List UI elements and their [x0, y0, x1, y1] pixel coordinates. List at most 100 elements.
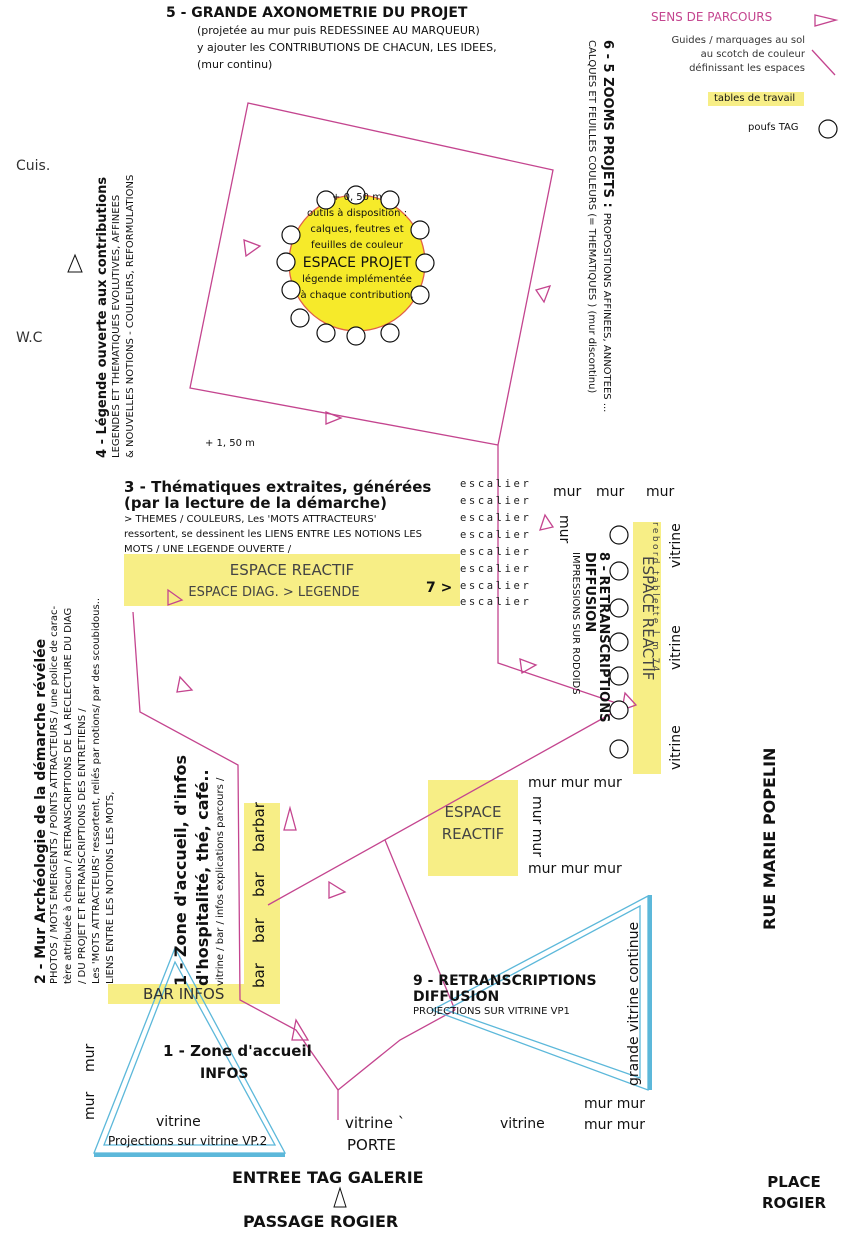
mur-label: mur	[596, 484, 625, 500]
arrow-icon	[534, 285, 552, 304]
escalier-7: escalier	[460, 580, 532, 592]
section8-title: DIFFUSION	[582, 552, 597, 633]
mur-mur-mur-top: mur mur mur	[528, 775, 622, 791]
legend-guide-line	[811, 49, 836, 76]
pouf-icon	[609, 598, 629, 618]
espace-reactif-mid: ESPACE REACTIF	[428, 801, 518, 845]
section2-line: LIENS ENTRE LES NOTIONS LES MOTS,	[105, 791, 116, 984]
section2-line: tère attribuée à chacun / RETRANSCRIPTIO…	[63, 607, 74, 984]
section2-block: 2 - Mur Archéologie de la démarche révél…	[33, 597, 118, 984]
pouf-icon	[609, 700, 629, 720]
legend-guides-line: au scotch de couleur	[700, 49, 805, 60]
arrow-icon	[291, 1018, 310, 1041]
section8-title: 8 - RETRANSCRIPTIONS	[596, 552, 611, 723]
section1b-title: 1 - Zone d'accueil, d'infos	[171, 755, 190, 986]
pouf-icon	[346, 326, 366, 346]
entree-label: ENTREE TAG GALERIE	[232, 1168, 424, 1187]
section4-line: LEGENDES ET THEMATIQUES EVOLUTIVES, AFFI…	[111, 194, 122, 458]
section2-line: Les 'MOTS ATTRACTEURS' ressortent, relié…	[91, 597, 102, 984]
arrow-icon	[243, 239, 262, 258]
arrow-icon	[621, 691, 638, 711]
section5-title: 5 - GRANDE AXONOMETRIE DU PROJET	[166, 5, 468, 21]
mur-mur-vertical: mur mur	[529, 796, 545, 857]
section9-line: PROJECTIONS SUR VITRINE VP1	[413, 1006, 570, 1017]
legend-table-swatch	[708, 92, 804, 106]
section9-title2: DIFFUSION	[413, 989, 500, 1005]
table-espace-reactif-left	[124, 554, 460, 606]
vitrine-vp2-label: vitrine	[156, 1114, 201, 1130]
section8-block: 8 - RETRANSCRIPTIONS DIFFUSION IMPRESSIO…	[568, 552, 611, 723]
section3-line3: MOTS / UNE LEGENDE OUVERTE /	[124, 544, 292, 555]
pouf-icon	[276, 252, 296, 272]
section1b-block: 1 - Zone d'accueil, d'infos d'hospitalit…	[170, 755, 228, 986]
legend-poufs: poufs TAG	[748, 122, 799, 133]
guide-path-3	[337, 1009, 456, 1091]
section2-line: PHOTOS / MOTS EMERGENTS / POINTS ATTRACT…	[49, 605, 60, 984]
vitrine-label: vitrine	[668, 725, 684, 770]
espace-projet-line: feuilles de couleur	[311, 240, 403, 251]
legend-guides-line: définissant les espaces	[689, 63, 805, 74]
pouf-icon	[290, 308, 310, 328]
espace-projet-height: + 0, 50 m	[332, 192, 382, 203]
espace-projet-line: légende implémentée	[302, 274, 412, 285]
section6-block: 6 - 5 ZOOMS PROJETS : PROPOSITIONS AFFIN…	[584, 40, 617, 412]
pouf-icon	[609, 739, 629, 759]
section4-block: 4 - Légende ouverte aux contributions LE…	[95, 175, 138, 458]
section9-title1: 9 - RETRANSCRIPTIONS	[413, 973, 597, 989]
espace-projet-line: calques, feutres et	[310, 224, 404, 235]
pouf-icon	[346, 185, 366, 205]
cuis-label: Cuis.	[16, 158, 51, 174]
escalier-5: escalier	[460, 546, 532, 558]
espace-reactif-mid-line: REACTIF	[441, 825, 505, 843]
section5-line2: y ajouter les CONTRIBUTIONS DE CHACUN, L…	[197, 41, 497, 54]
bar-label: bar	[250, 827, 268, 852]
espace-diag: ESPACE DIAG. > LEGENDE	[188, 585, 360, 600]
legend-guides: Guides / marquages au sol au scotch de c…	[670, 34, 805, 76]
legend-tables: tables de travail	[714, 93, 796, 104]
place-rogier: PLACE ROGIER	[750, 1172, 838, 1214]
bar-label: bar	[250, 918, 268, 943]
bar-label: bar	[250, 802, 268, 827]
triangle-icon	[67, 253, 83, 273]
place-line: ROGIER	[762, 1194, 826, 1212]
escalier-8: escalier	[460, 596, 532, 608]
section5-line1: (projetée au mur puis REDESSINEE AU MARQ…	[197, 24, 480, 37]
pouf-icon	[415, 253, 435, 273]
table-espace-reactif-mid	[428, 780, 518, 876]
bar-infos-label: BAR INFOS	[143, 985, 225, 1003]
section3-title1: 3 - Thématiques extraites, générées	[124, 478, 432, 496]
section2-title: 2 - Mur Archéologie de la démarche révél…	[33, 638, 49, 984]
arrow-icon	[283, 805, 297, 831]
section3-line2: ressortent, se dessinent les LIENS ENTRE…	[124, 529, 423, 540]
espace-projet-line: outils à disposition :	[306, 208, 408, 219]
vitrine-porte-label: vitrine `	[345, 1114, 406, 1132]
escalier-6: escalier	[460, 563, 532, 575]
section2-line: / DU PROJET ET RETRANSCRIPTIONS DES ENTR…	[77, 708, 88, 984]
section1b-title: d'hospitalité, thé, café..	[193, 769, 212, 986]
mur-left-vertical: mur	[82, 1043, 98, 1072]
passage-label: PASSAGE ROGIER	[243, 1212, 399, 1231]
section5-line3: (mur continu)	[197, 58, 273, 71]
pouf-icon	[316, 323, 336, 343]
bar-label: bar	[250, 872, 268, 897]
pouf-icon	[380, 190, 400, 210]
section3-line1: > THEMES / COULEURS, Les 'MOTS ATTRACTEU…	[124, 514, 377, 525]
pouf-icon	[410, 285, 430, 305]
rue-label: RUE MARIE POPELIN	[760, 747, 779, 930]
pouf-icon	[609, 525, 629, 545]
table-espace-reactif-right	[633, 522, 661, 774]
espace-reactif-left: ESPACE REACTIF	[229, 561, 355, 579]
rebord-label: rebord tablette l m 74	[650, 522, 660, 674]
section4-title: 4 - Légende ouverte aux contributions	[95, 176, 110, 458]
zone1-sub: INFOS	[200, 1066, 249, 1082]
pouf-icon	[410, 220, 430, 240]
arrow-icon	[176, 675, 194, 693]
legend-guides-line: Guides / marquages au sol	[671, 35, 805, 46]
section8-line: IMPRESSIONS SUR RODOIDS	[570, 552, 581, 695]
table-bar-vertical	[244, 803, 280, 1003]
mur-mur-bottom-1: mur mur	[584, 1096, 645, 1112]
pouf-icon	[281, 225, 301, 245]
table-bar-horizontal	[108, 984, 280, 1004]
section3-title2: (par la lecture de la démarche)	[124, 494, 387, 512]
arrow-icon	[539, 513, 555, 531]
